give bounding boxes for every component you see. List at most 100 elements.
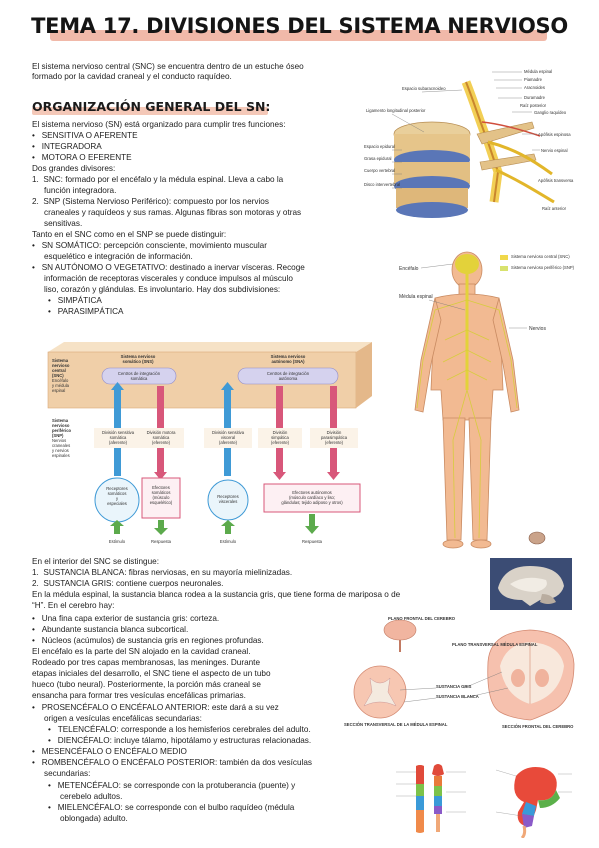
svg-text:División motora: División motora — [147, 430, 177, 435]
svg-text:División: División — [273, 430, 288, 435]
spine-label: Médula espinal — [524, 69, 552, 74]
brain-section-label: SECCIÓN FRONTAL DEL CEREBRO — [502, 724, 574, 729]
svg-text:central: central — [52, 368, 66, 373]
text-line: etapas iniciales del desarrollo, el SNC … — [32, 669, 271, 678]
bullet-item: • PROSENCÉFALO O ENCÉFALO ANTERIOR: este… — [32, 703, 279, 712]
svg-text:(eferente): (eferente) — [325, 440, 344, 445]
spine-label: Disco intervertebral — [364, 182, 400, 187]
text-line: cerebelo adultos. — [60, 792, 123, 801]
svg-text:y: y — [116, 496, 119, 501]
nervous-system-divisions-diagram: Sistema nervioso central (SNC) Encéfalo … — [47, 342, 372, 544]
division-labels: División sensitiva somática (aferente) D… — [94, 428, 358, 448]
svg-text:y nervios: y nervios — [52, 448, 69, 453]
spine-illustration: Médula espinal Piamadre Aracnoides Duram… — [362, 62, 578, 222]
bullet-item: • ROMBENCÉFALO O ENCÉFALO POSTERIOR: tam… — [32, 758, 312, 767]
svg-text:Sistema: Sistema — [52, 418, 69, 423]
svg-text:División sensitiva: División sensitiva — [212, 430, 245, 435]
svg-text:Encéfalo: Encéfalo — [52, 378, 69, 383]
text-line: función integradora. — [44, 186, 117, 195]
svg-text:Sistema: Sistema — [52, 358, 69, 363]
sub-bullet-item: • MIELENCÉFALO: se corresponde con el bu… — [48, 803, 295, 812]
text-line: origen a vesículas encefálicas secundari… — [44, 714, 202, 723]
svg-text:viscerales: viscerales — [219, 499, 238, 504]
spine-label: Duramadre — [524, 95, 546, 100]
body-nervous-system-illustration: Sistema nervioso central (SNC) Sistema n… — [399, 251, 575, 549]
somatic-center-label: Centros de integración — [118, 371, 161, 376]
somatic-title: somático (SNS) — [123, 359, 155, 364]
numbered-item: 1. SNC: formado por el encéfalo y la méd… — [32, 175, 284, 184]
spine-label: Nervio espinal — [541, 148, 568, 153]
spine-label: Ganglio raquídeo — [534, 110, 567, 115]
response-label: Respuesta — [302, 539, 323, 544]
body-label: Nervios — [529, 326, 546, 332]
text-line: oblongada) adulto. — [60, 814, 128, 823]
somatic-center-box — [101, 367, 177, 385]
svg-text:craneales: craneales — [52, 443, 70, 448]
svg-text:División: División — [327, 430, 342, 435]
svg-text:especiales: especiales — [107, 501, 127, 506]
svg-text:y médula: y médula — [52, 383, 70, 388]
svg-text:somáticos: somáticos — [152, 490, 171, 495]
stimulus-label: Estímulo — [220, 539, 237, 544]
page-title: TEMA 17. DIVISIONES DEL SISTEMA NERVIOSO — [31, 14, 568, 38]
text-line: Rodeado por tres capas membranosas, las … — [32, 658, 261, 667]
svg-text:somáticos: somáticos — [108, 491, 127, 496]
svg-text:Efectores: Efectores — [152, 485, 170, 490]
svg-text:Efectores autónomos: Efectores autónomos — [292, 490, 332, 495]
spine-label: Aracnoides — [524, 85, 545, 90]
spine-label: Apófisis espinosa — [538, 132, 571, 137]
legend-label: Sistema nervioso periférico (SNP) — [511, 265, 575, 270]
autonomic-center-label: Centros de integración — [267, 371, 310, 376]
brain-section-label: SUSTANCIA GRIS — [436, 684, 472, 689]
bullet-item: • INTEGRADORA — [32, 142, 102, 151]
intro-line: El sistema nervioso central (SNC) se enc… — [32, 62, 304, 71]
svg-text:glándulas; tejido adiposo y ot: glándulas; tejido adiposo y otros) — [281, 500, 343, 505]
legend-label: Sistema nervioso central (SNC) — [511, 254, 570, 259]
spine-label: Ligamento longitudinal posterior — [366, 108, 426, 113]
spine-label: Apófisis transversa — [538, 178, 574, 183]
somatic-effectors-box — [141, 477, 181, 519]
legend-swatch-snc — [500, 255, 508, 260]
somatic-center-label: somática — [131, 376, 148, 381]
text-line: esquelético e integración de información… — [44, 252, 193, 261]
numbered-item: 2. SUSTANCIA GRIS: contiene cuerpos neur… — [32, 579, 224, 588]
spine-label: Grasa epidural — [364, 156, 392, 161]
svg-text:parasimpática: parasimpática — [321, 435, 348, 440]
svg-text:somática: somática — [110, 435, 127, 440]
sub-bullet-item: • PARASIMPÁTICA — [48, 307, 124, 316]
svg-text:Nervios: Nervios — [52, 438, 66, 443]
sub-bullet-item: • SIMPÁTICA — [48, 296, 102, 305]
text-line: “H”. En el cerebro hay: — [32, 601, 115, 610]
autonomic-center-box — [237, 367, 339, 385]
text-line: secundarias: — [44, 769, 91, 778]
svg-text:Receptores: Receptores — [106, 486, 127, 491]
sub-bullet-item: • DIENCÉFALO: incluye tálamo, hipotálamo… — [48, 736, 312, 745]
svg-text:nervioso: nervioso — [52, 363, 70, 368]
svg-text:División sensitiva: División sensitiva — [102, 430, 135, 435]
legend-swatch-snp — [500, 266, 508, 271]
svg-text:(SNC): (SNC) — [52, 373, 64, 378]
text-line: liso, corazón y glándulas. Es involuntar… — [44, 285, 281, 294]
brain-sagittal-photo — [490, 558, 572, 610]
snc-side-label: Sistema nervioso central (SNC) Encéfalo … — [52, 358, 70, 393]
title-highlight — [50, 30, 547, 41]
text-line: craneales y raquídeos y sus ramas. Algun… — [44, 208, 302, 217]
spine-label: Raíz posterior — [520, 103, 547, 108]
stimulus-label: Estímulo — [109, 539, 126, 544]
svg-text:visceral: visceral — [221, 435, 235, 440]
embryonic-brain-vesicles — [396, 764, 572, 838]
bullet-item: • SN AUTÓNOMO O VEGETATIVO: destinado a … — [32, 263, 305, 272]
snp-side-label: Sistema nervioso periférico (SNP) Nervio… — [52, 418, 72, 458]
brain-section-label: SUSTANCIA BLANCA — [436, 694, 479, 699]
section-highlight — [32, 107, 268, 115]
text-line: El encéfalo es la parte del SN alojado e… — [32, 647, 251, 656]
body-label: Médula espinal — [399, 294, 433, 300]
section-heading: ORGANIZACIÓN GENERAL DEL SN: — [32, 99, 271, 114]
text-line: En el interior del SNC se distingue: — [32, 557, 159, 566]
spine-label: Espacio subaracnoideo — [402, 86, 446, 91]
text-line: ensancha para formar tres vesículas ence… — [32, 691, 246, 700]
brain-section-label: PLANO FRONTAL DEL CEREBRO — [388, 616, 456, 621]
text-line: sensitivas. — [44, 219, 83, 228]
stimulus-response-arrows — [110, 514, 319, 535]
text-line: El sistema nervioso (SN) está organizado… — [32, 120, 286, 129]
